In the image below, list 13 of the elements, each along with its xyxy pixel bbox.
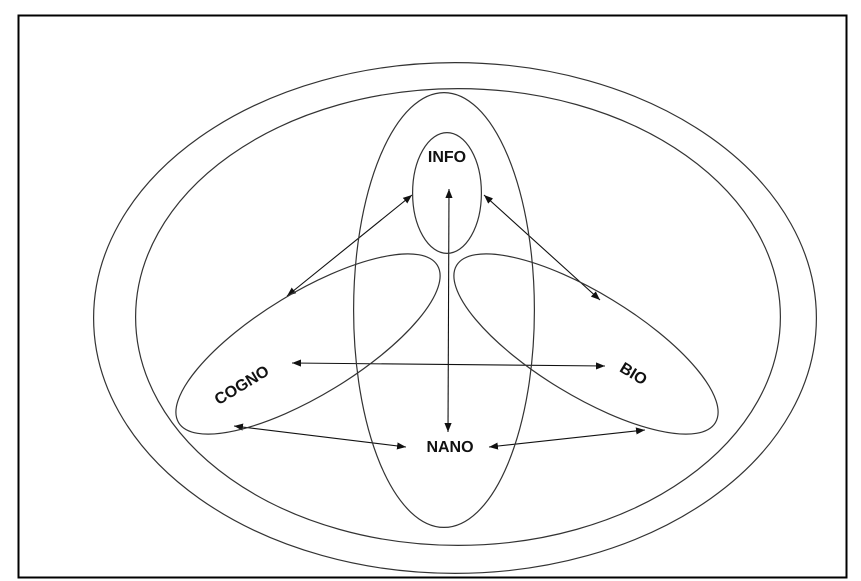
double-arrow [484, 194, 600, 300]
domain-ellipse [412, 132, 482, 254]
boundary-ellipse [93, 62, 817, 574]
double-arrow [488, 427, 646, 450]
domain-label: NANO [426, 440, 474, 456]
boundary-ellipse [135, 88, 781, 546]
double-arrow [286, 194, 412, 296]
domain-label: BIO [616, 360, 650, 390]
domain-ellipse [353, 92, 535, 528]
double-arrow [292, 359, 605, 370]
double-arrow [444, 189, 453, 432]
double-arrow [234, 424, 406, 450]
domain-label: INFO [428, 150, 466, 166]
